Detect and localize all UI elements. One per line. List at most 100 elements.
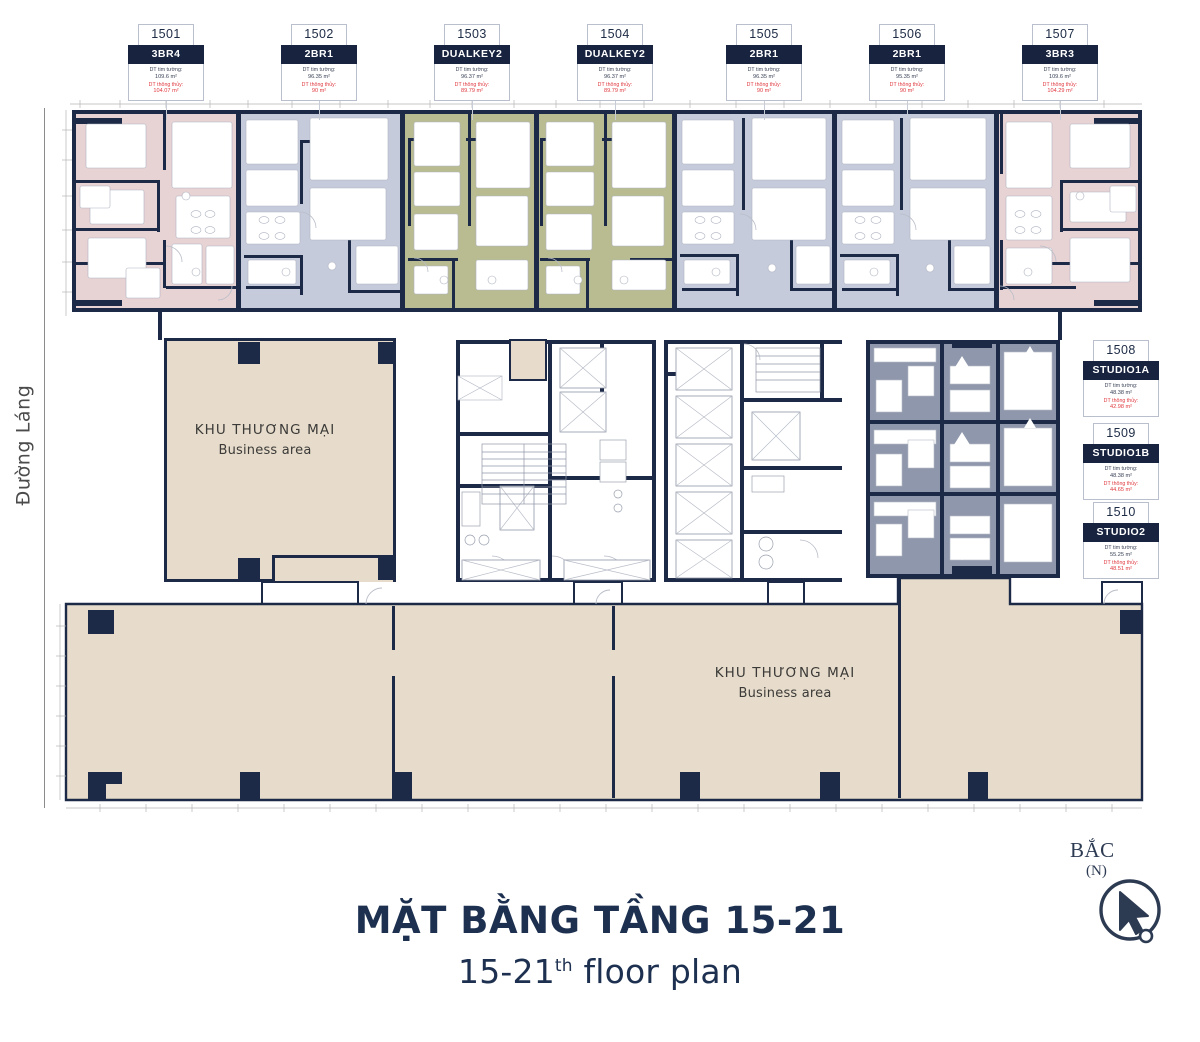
unit-type-badge: STUDIO1B: [1083, 443, 1159, 464]
unit-area-block: DT tim tường: 96.35 m² DT thông thủy: 90…: [726, 64, 802, 101]
residential-furniture: [79, 117, 1137, 299]
unit-callout-1509[interactable]: 1509 STUDIO1B DT tim tường: 48.38 m² DT …: [1083, 423, 1159, 500]
unit-area-block: DT tim tường: 96.35 m² DT thông thủy: 90…: [281, 64, 357, 101]
gross-area-value: 48.38 m²: [1109, 473, 1133, 480]
net-area-label: DT thông thủy:: [454, 81, 490, 88]
unit-area-block: DT tim tường: 95.35 m² DT thông thủy: 90…: [869, 64, 945, 101]
compass-label-en: (N): [1086, 863, 1107, 879]
gross-area-value: 96.35 m²: [307, 74, 331, 81]
page-title-en-prefix: 15-21: [458, 951, 555, 991]
unit-number: 1504: [587, 24, 643, 45]
gross-area-label: DT tim tường:: [1043, 67, 1077, 74]
gross-area-value: 96.37 m²: [603, 74, 627, 81]
floor-plan-drawing: [56, 100, 1144, 812]
gross-area-value: 109.6 m²: [154, 74, 178, 81]
callout-stem: [907, 96, 908, 120]
columns: [88, 610, 1142, 800]
net-area-label: DT thông thủy:: [597, 81, 633, 88]
commercial-lower: [64, 576, 1144, 802]
net-area-value: 48.51 m²: [1109, 566, 1133, 573]
callout-stem: [319, 96, 320, 120]
unit-area-block: DT tim tường: 109.6 m² DT thông thủy: 10…: [1022, 64, 1098, 101]
unit-type-badge: 2BR1: [869, 44, 945, 65]
unit-area-block: DT tim tường: 55.25 m² DT thông thủy: 48…: [1083, 542, 1159, 579]
net-area-label: DT thông thủy:: [1103, 480, 1139, 487]
callout-stem: [166, 96, 167, 120]
unit-number: 1510: [1093, 502, 1149, 523]
unit-callout-1504[interactable]: 1504 DUALKEY2 DT tim tường: 96.37 m² DT …: [577, 24, 653, 101]
unit-number: 1509: [1093, 423, 1149, 444]
gross-area-label: DT tim tường:: [455, 67, 489, 74]
unit-type-badge: STUDIO1A: [1083, 360, 1159, 381]
dining-sets: [190, 210, 1042, 240]
unit-number: 1501: [138, 24, 194, 45]
unit-callout-1501[interactable]: 1501 3BR4 DT tim tường: 109.6 m² DT thôn…: [128, 24, 204, 101]
gross-area-value: 95.35 m²: [895, 74, 919, 81]
unit-area-block: DT tim tường: 109.6 m² DT thông thủy: 10…: [128, 64, 204, 101]
unit-type-badge: STUDIO2: [1083, 522, 1159, 543]
core-adjacent-rooms: [457, 339, 547, 401]
unit-number: 1505: [736, 24, 792, 45]
north-arrow-cursor-icon: [1099, 879, 1161, 944]
net-area-value: 104.29 m²: [1047, 88, 1073, 95]
unit-type-badge: DUALKEY2: [577, 44, 653, 65]
net-area-label: DT thông thủy:: [889, 81, 925, 88]
street-boundary-line: [44, 108, 45, 808]
gross-area-label: DT tim tường:: [1104, 383, 1138, 390]
unit-callout-1502[interactable]: 1502 2BR1 DT tim tường: 96.35 m² DT thôn…: [281, 24, 357, 101]
unit-callout-1503[interactable]: 1503 DUALKEY2 DT tim tường: 96.37 m² DT …: [434, 24, 510, 101]
unit-callout-1505[interactable]: 1505 2BR1 DT tim tường: 96.35 m² DT thôn…: [726, 24, 802, 101]
studios-walls: [866, 340, 1060, 578]
callout-stem: [472, 96, 473, 120]
unit-callout-1507[interactable]: 1507 3BR3 DT tim tường: 109.6 m² DT thôn…: [1022, 24, 1098, 101]
gross-area-value: 96.37 m²: [460, 74, 484, 81]
gross-area-value: 96.35 m²: [752, 74, 776, 81]
dimension-ticks-bottom: [56, 604, 1142, 812]
gross-area-label: DT tim tường:: [1104, 466, 1138, 473]
unit-area-block: DT tim tường: 48.38 m² DT thông thủy: 42…: [1083, 380, 1159, 417]
net-area-value: 89.79 m²: [460, 88, 484, 95]
callout-stem: [615, 96, 616, 120]
callout-stem: [764, 96, 765, 120]
gross-area-value: 48.38 m²: [1109, 390, 1133, 397]
net-area-value: 90 m²: [756, 88, 772, 95]
studio-furniture: [873, 347, 1053, 563]
title-block: MẶT BẰNG TẦNG 15-21 15-21th floor plan: [0, 899, 1200, 991]
compass: BẮC (N): [1060, 838, 1180, 946]
unit-type-badge: 2BR1: [726, 44, 802, 65]
unit-number: 1503: [444, 24, 500, 45]
page-title-en: 15-21th floor plan: [0, 951, 1200, 991]
unit-callout-1508[interactable]: 1508 STUDIO1A DT tim tường: 48.38 m² DT …: [1083, 340, 1159, 417]
net-area-label: DT thông thủy:: [1103, 397, 1139, 404]
net-area-label: DT thông thủy:: [1103, 559, 1139, 566]
unit-area-block: DT tim tường: 96.37 m² DT thông thủy: 89…: [434, 64, 510, 101]
gross-area-label: DT tim tường:: [598, 67, 632, 74]
unit-area-block: DT tim tường: 96.37 m² DT thông thủy: 89…: [577, 64, 653, 101]
studio-arrows: [952, 346, 1036, 560]
net-area-label: DT thông thủy:: [1042, 81, 1078, 88]
page-title-en-suffix: floor plan: [583, 951, 742, 991]
unit-number: 1507: [1032, 24, 1088, 45]
unit-type-badge: 3BR3: [1022, 44, 1098, 65]
unit-area-block: DT tim tường: 48.38 m² DT thông thủy: 44…: [1083, 463, 1159, 500]
commercial-block-left-walls: [164, 338, 396, 582]
door-swings: [165, 211, 1057, 301]
unit-callout-1506[interactable]: 1506 2BR1 DT tim tường: 95.35 m² DT thôn…: [869, 24, 945, 101]
net-area-value: 90 m²: [899, 88, 915, 95]
unit-number: 1502: [291, 24, 347, 45]
unit-type-badge: 3BR4: [128, 44, 204, 65]
unit-type-badge: 2BR1: [281, 44, 357, 65]
gross-area-label: DT tim tường:: [747, 67, 781, 74]
plumbing-fixtures: [181, 191, 1085, 285]
net-area-label: DT thông thủy:: [148, 81, 184, 88]
gross-area-value: 109.6 m²: [1048, 74, 1072, 81]
gross-area-label: DT tim tường:: [149, 67, 183, 74]
net-area-label: DT thông thủy:: [746, 81, 782, 88]
callout-stem: [1060, 96, 1061, 120]
gross-area-label: DT tim tường:: [1104, 545, 1138, 552]
commercial-block-left-fill: [164, 338, 396, 582]
gross-area-label: DT tim tường:: [890, 67, 924, 74]
net-area-value: 44.65 m²: [1109, 487, 1133, 494]
unit-callout-1510[interactable]: 1510 STUDIO2 DT tim tường: 55.25 m² DT t…: [1083, 502, 1159, 579]
